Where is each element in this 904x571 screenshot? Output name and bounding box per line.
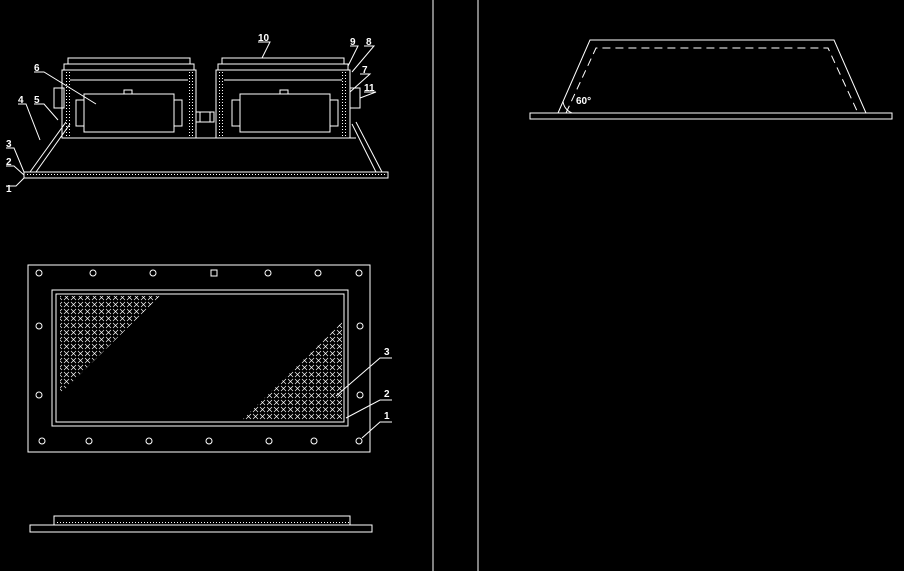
label-9: 9: [350, 37, 356, 48]
label-8: 8: [366, 37, 372, 48]
bolt-holes: [35, 269, 364, 445]
plan-label-1: 1: [384, 411, 390, 422]
profile-view: 60°: [529, 39, 893, 120]
profile-inner-dashed: [565, 47, 859, 114]
label-6: 6: [34, 63, 40, 74]
outer-frame: [27, 264, 371, 453]
angle-arc: [562, 100, 573, 114]
right-support: [355, 121, 383, 173]
right-housing: [215, 57, 361, 139]
angle-label: 60°: [576, 96, 591, 107]
middle-frame: [51, 289, 349, 427]
label-7: 7: [362, 65, 368, 76]
label-4: 4: [18, 95, 24, 106]
plan-view: 3 2 1: [27, 264, 392, 453]
profile-base: [529, 112, 893, 120]
profile-outer: [557, 39, 867, 114]
section-mesh: [53, 515, 351, 526]
elevation-view: 10 9 8 6 7 11 4 5 3 2 1: [6, 33, 389, 195]
mesh-upper-left: [60, 296, 160, 394]
label-11: 11: [364, 83, 375, 94]
plan-label-2: 2: [384, 389, 390, 400]
inner-frame: [55, 293, 345, 423]
plan-label-3: 3: [384, 347, 390, 358]
label-2: 2: [6, 157, 12, 168]
mesh-lower-right: [242, 322, 342, 420]
label-10: 10: [258, 33, 270, 44]
label-5: 5: [34, 95, 40, 106]
section-base: [29, 524, 373, 533]
left-support: [29, 121, 67, 173]
left-housing: [53, 57, 197, 139]
leader-lines: [6, 41, 377, 187]
label-3: 3: [6, 139, 12, 150]
label-1: 1: [6, 184, 12, 195]
section-view: [29, 515, 373, 533]
